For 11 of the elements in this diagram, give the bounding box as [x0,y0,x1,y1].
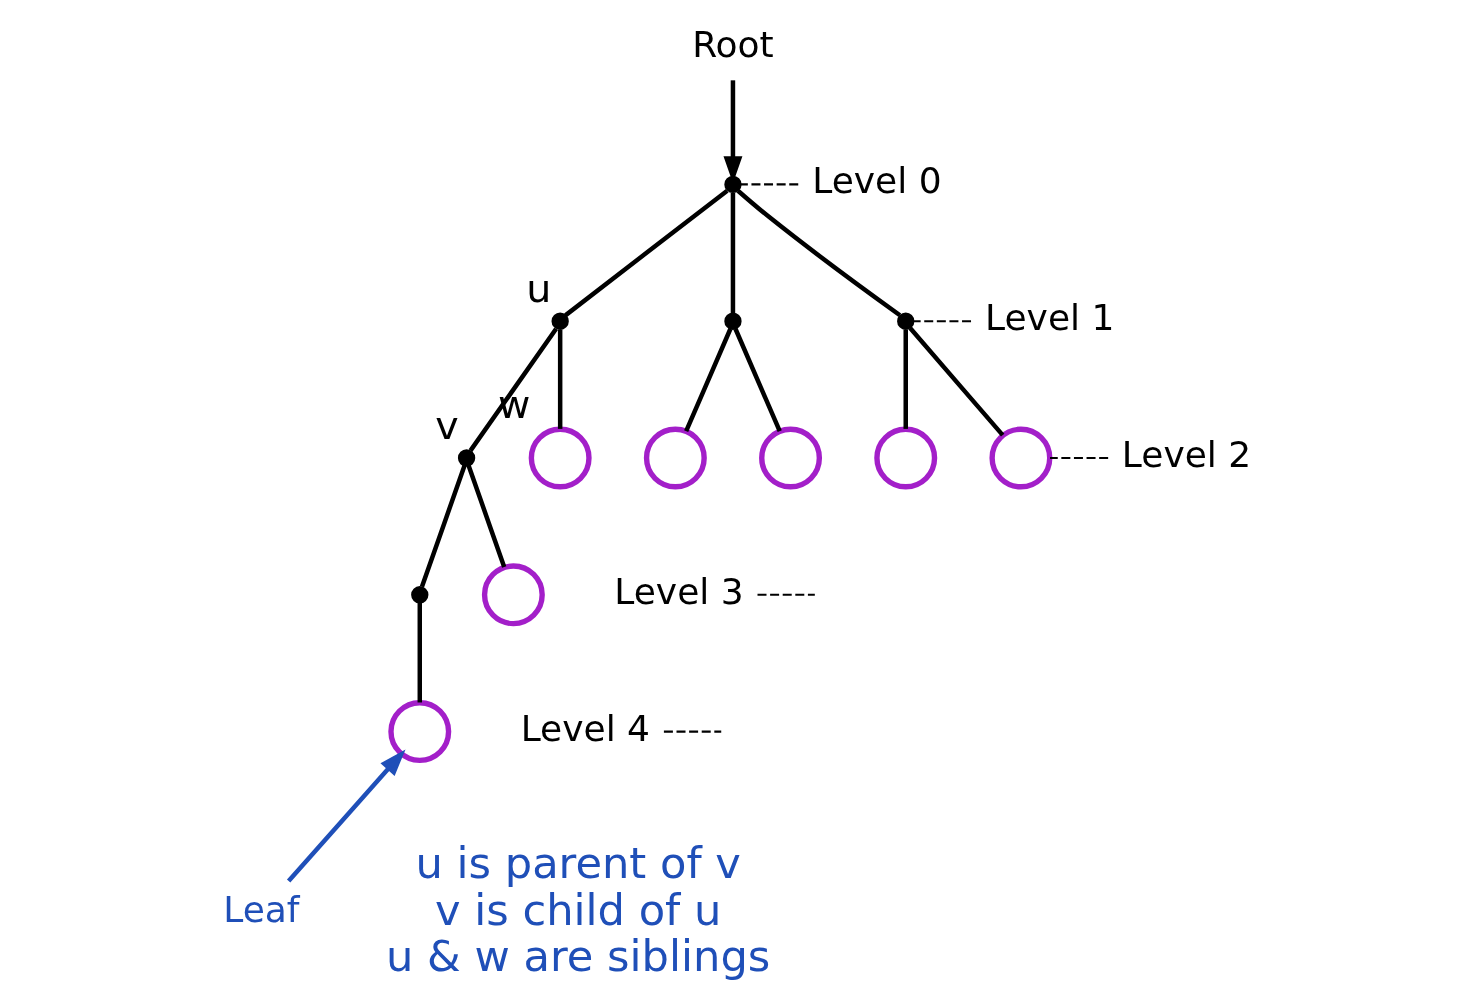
node-text: Level 2 [1121,434,1252,475]
node-text: Level 3 [614,570,744,612]
node-text: Level 0 [812,160,942,202]
label: u is parent of v [415,837,741,888]
node-text: Root [692,23,774,65]
node-label: v [435,401,459,448]
node-label: u [526,264,552,311]
label: u & w are siblings [386,931,771,982]
node-text: Level 1 [985,297,1115,339]
node-text: Level 4 [520,707,651,749]
node-text: Leaf [223,889,300,931]
